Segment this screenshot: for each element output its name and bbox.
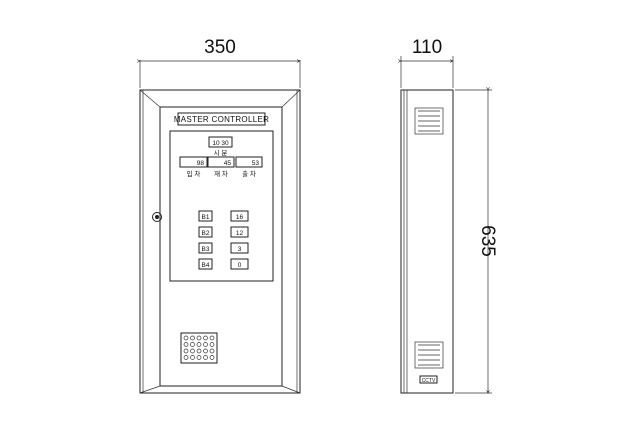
keypad-key [209,348,215,354]
keypad-key [209,355,215,360]
keypad-key [203,355,208,360]
front-view: 350 MASTER CONTROLLER 10 30 시 분 98 [139,37,301,394]
counter-parked: 45 재 차 [207,156,235,178]
depth-dimension: 110 [401,37,453,88]
depth-dimension-label: 110 [412,37,442,58]
keypad-key [190,348,195,354]
width-dimension-label: 350 [204,37,236,58]
side-housing [400,89,454,394]
floor-count: 0 [238,262,242,269]
clock-label: 시 분 [214,149,228,157]
floor-row: B3 3 [198,242,249,254]
keypad-key [190,342,195,347]
floor-count: 3 [238,246,242,253]
counter-entry-value: 98 [197,160,205,167]
counter-entry: 98 입 차 [179,156,208,178]
floor-level: B1 [202,214,210,221]
floor-level: B4 [202,262,210,269]
keypad-key [203,342,208,347]
door-outline [159,106,283,387]
keypad-key [209,342,215,347]
floor-level: B2 [202,230,210,237]
keypad-key [203,335,208,341]
panel-title: MASTER CONTROLLER [174,115,269,124]
keypad [180,332,218,364]
keypad-key [183,348,189,354]
keypad-key [196,355,202,360]
keypad-key [190,335,195,341]
counter-exit-value: 53 [252,160,260,167]
keypad-key [196,348,202,354]
keypad-key [196,342,202,347]
floor-row: B4 0 [198,258,249,270]
housing-outline [139,89,301,394]
keypad-key [203,348,208,354]
floor-count: 16 [236,214,244,221]
keypad-key [209,335,215,341]
side-badge-label: CCTV [422,378,436,384]
floor-level: B3 [202,246,210,253]
vent-bottom [414,341,444,369]
counter-entry-label: 입 차 [187,169,201,178]
counter-parked-value: 45 [224,160,232,167]
counter-exit-label: 출 차 [242,169,256,178]
display-panel [169,130,274,282]
keypad-key [196,335,202,341]
clock-display [208,136,233,148]
side-badge [419,375,438,384]
floor-count: 12 [236,230,244,237]
keypad-key [190,355,195,360]
floor-row: B1 16 [198,210,249,222]
keypad-key [183,355,189,360]
counter-parked-label: 재 차 [214,169,228,178]
clock-value: 10 30 [212,140,229,147]
lock-icon [152,212,162,222]
height-dimension-label: 635 [477,225,498,257]
title-plate [177,112,266,126]
vent-top [414,107,444,135]
height-dimension: 635 [455,90,498,393]
counter-exit: 53 출 차 [235,156,263,178]
keypad-key [183,342,189,347]
keypad-key [183,335,189,341]
side-view: 110 CCTV 635 [401,37,498,393]
floor-row: B2 12 [198,226,249,238]
width-dimension: 350 [140,37,300,88]
